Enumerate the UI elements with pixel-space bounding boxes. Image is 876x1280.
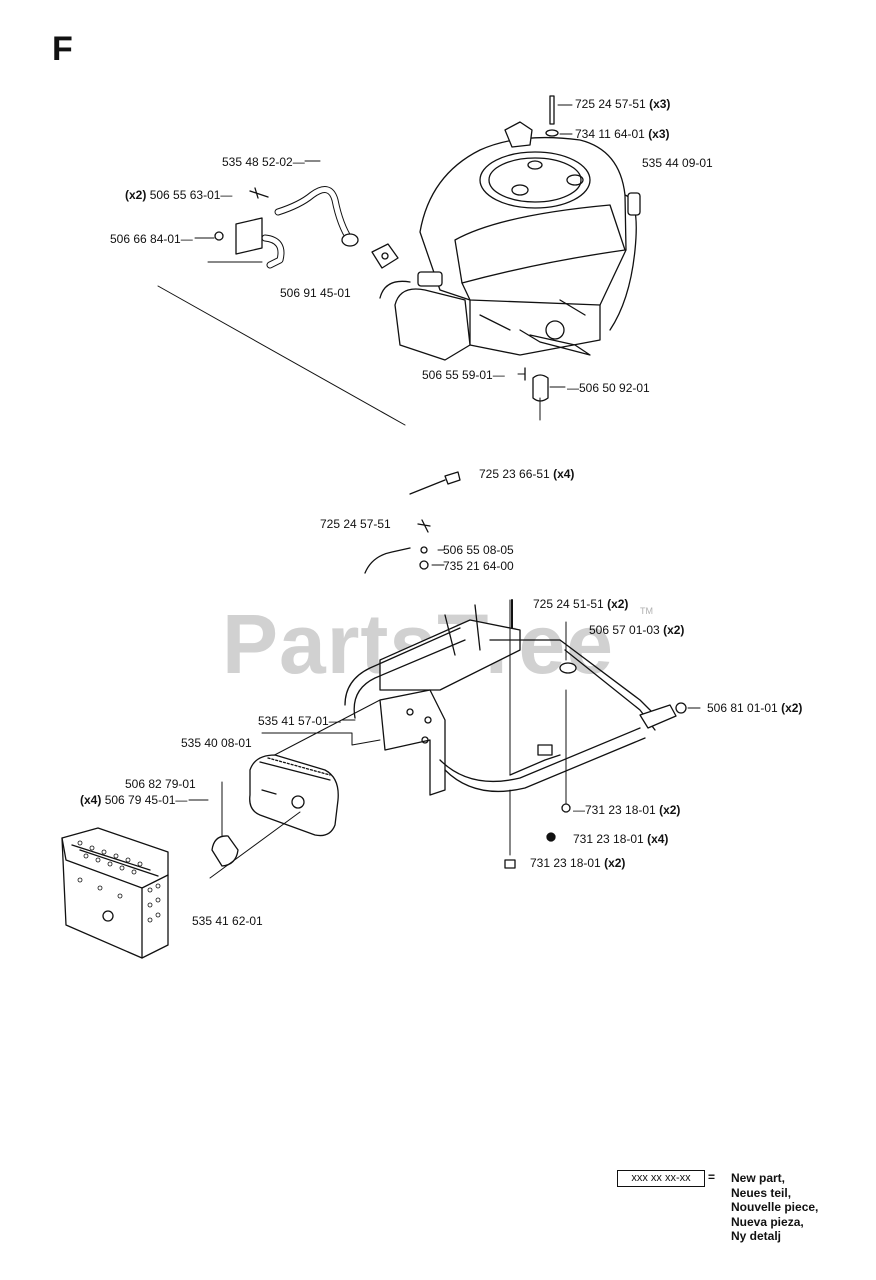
- part-label-506-91-45-01: 506 91 45-01: [280, 286, 351, 300]
- frame-illustration: [344, 604, 677, 796]
- part-label-506-66-84-01: 506 66 84-01—: [110, 232, 193, 246]
- part-label-731-23-18-01-a: —731 23 18-01 (x2): [573, 803, 681, 817]
- part-label-725-23-66-51: 725 23 66-51 (x4): [479, 467, 575, 481]
- legend-line-fr: Nouvelle piece,: [731, 1200, 819, 1214]
- part-label-506-55-63-01: (x2) 506 55 63-01—: [125, 188, 233, 202]
- part-label-535-48-52-02: 535 48 52-02—: [222, 155, 305, 169]
- part-label-506-50-92-01: —506 50 92-01: [567, 381, 650, 395]
- page-letter: F: [52, 30, 73, 68]
- part-label-506-57-01-03: 506 57 01-03 (x2): [589, 623, 685, 637]
- legend-equals: =: [708, 1170, 716, 1184]
- part-label-506-55-59-01: 506 55 59-01—: [422, 368, 505, 382]
- legend-sample-box: xxx xx xx-xx: [617, 1170, 705, 1187]
- legend-line-sv: Ny detalj: [731, 1229, 782, 1243]
- part-label-506-81-01-01: 506 81 01-01 (x2): [707, 701, 803, 715]
- part-label-725-24-57-51: 725 24 57-51: [320, 517, 391, 531]
- part-label-535-41-57-01: 535 41 57-01—: [258, 714, 341, 728]
- legend-line-de: Neues teil,: [731, 1185, 792, 1200]
- part-label-506-79-45-01: (x4) 506 79 45-01—: [80, 793, 188, 807]
- part-label-506-82-79-01: 506 82 79-01: [125, 777, 196, 791]
- part-label-535-40-08-01: 535 40 08-01: [181, 736, 252, 750]
- part-label-725-24-57-51-top: 725 24 57-51 (x3): [575, 97, 671, 111]
- part-label-506-55-08-05: 506 55 08-05: [443, 543, 514, 557]
- part-label-735-21-64-00: 735 21 64-00: [443, 559, 514, 573]
- part-label-725-24-51-51: 725 24 51-51 (x2): [533, 597, 629, 611]
- carburetor-illustration: [379, 271, 471, 361]
- legend-text: New part, Neues teil, Nouvelle piece, Nu…: [731, 1171, 818, 1244]
- part-label-535-41-62-01: 535 41 62-01: [192, 914, 263, 928]
- part-label-734-11-64-01: 734 11 64-01 (x3): [575, 127, 670, 141]
- watermark-tm: TM: [640, 606, 653, 616]
- legend-line-es: Nueva pieza,: [731, 1214, 804, 1229]
- muffler-illustration: [249, 754, 339, 837]
- engine-illustration: [419, 121, 641, 356]
- muffler-guard-illustration: [61, 827, 169, 959]
- part-label-535-44-09-01: 535 44 09-01: [642, 156, 713, 170]
- legend-line-en: New part,: [731, 1171, 786, 1185]
- part-label-731-23-18-01-b: 731 23 18-01 (x4): [573, 832, 669, 846]
- part-label-731-23-18-01-c: 731 23 18-01 (x2): [530, 856, 626, 870]
